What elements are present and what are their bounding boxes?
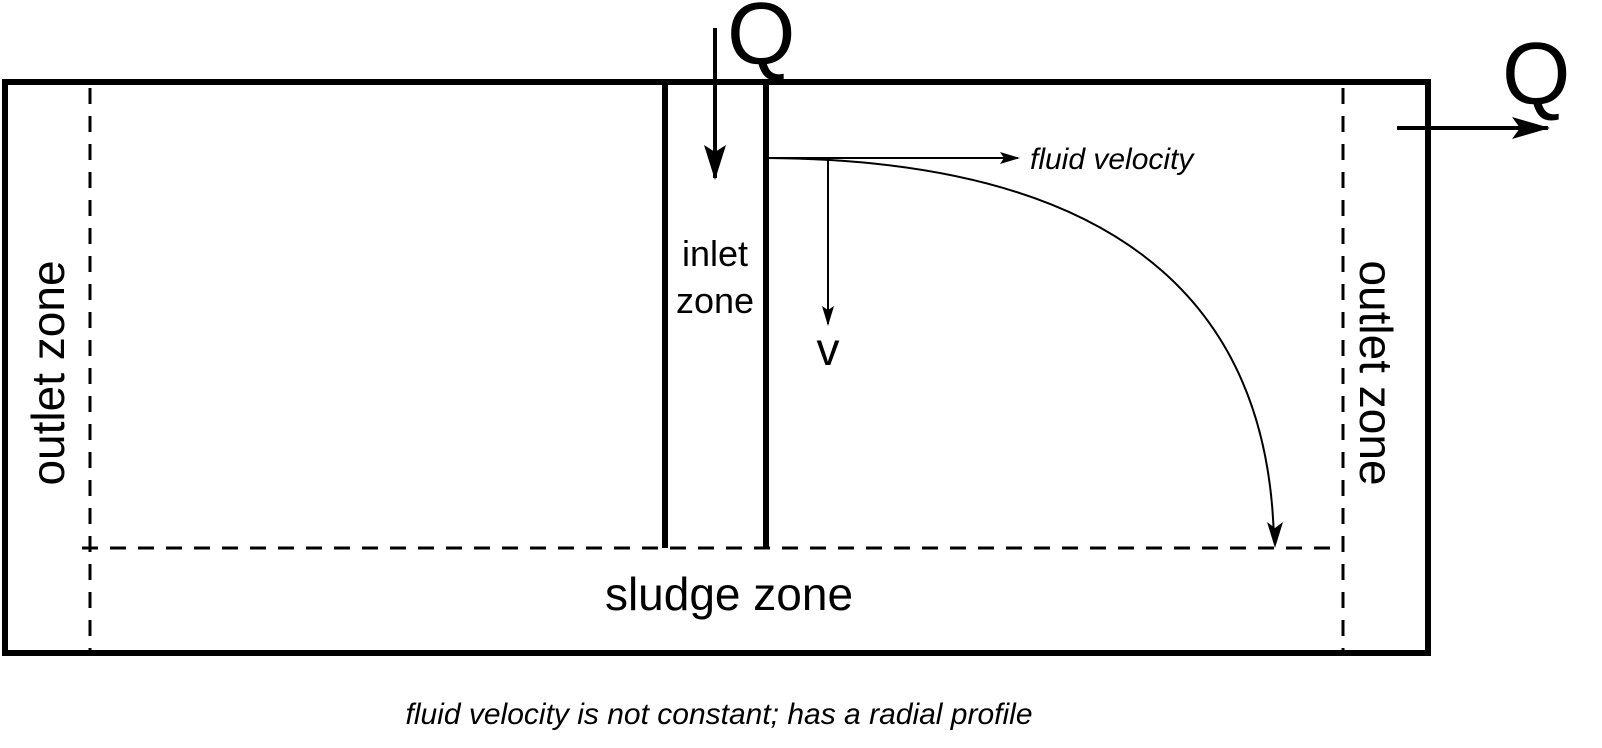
outlet-zone-left-label: outlet zone xyxy=(22,260,74,485)
inlet-flow-arrow xyxy=(704,28,726,180)
particle-trajectory xyxy=(765,157,1283,548)
outlet-zone-right-label: outlet zone xyxy=(1350,260,1402,485)
diagram-caption: fluid velocity is not constant; has a ra… xyxy=(406,698,1033,731)
inlet-flow-label: Q xyxy=(727,0,795,83)
outlet-flow-arrow xyxy=(1397,117,1550,139)
inlet-zone-label-line2: zone xyxy=(676,280,754,321)
inlet-zone-label-line1: inlet xyxy=(682,233,748,274)
fluid-velocity-label: fluid velocity xyxy=(1030,143,1195,176)
outlet-flow-label: Q xyxy=(1502,24,1570,123)
settling-velocity-label: v xyxy=(817,323,840,375)
settling-velocity-arrow xyxy=(822,158,834,326)
sludge-zone-label: sludge zone xyxy=(605,568,853,620)
